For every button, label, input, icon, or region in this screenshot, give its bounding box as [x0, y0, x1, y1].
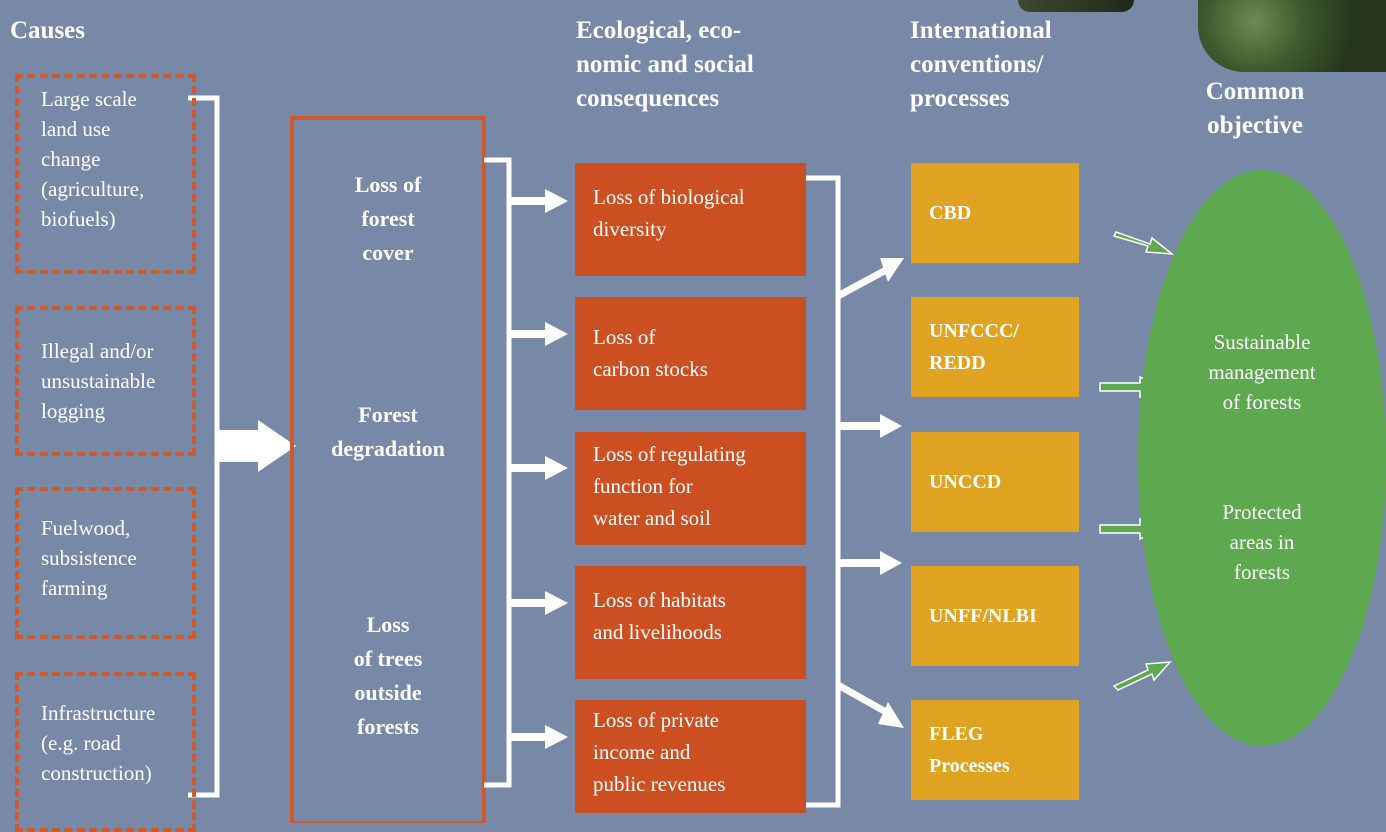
objective-sustainable-management: Sustainable management of forests — [1208, 330, 1316, 414]
cause-infrastructure: Infrastructure (e.g. road construction) — [15, 672, 196, 832]
cause-illegal-logging: Illegal and/or unsustainable logging — [15, 306, 196, 456]
causes-to-effects-arrow — [217, 420, 296, 472]
conventions-header: International conventions/ processes — [910, 17, 1052, 112]
cause-land-use: Large scale land use change (agriculture… — [15, 74, 196, 274]
convention-unfccc-redd: UNFCCC/ REDD — [911, 297, 1079, 397]
effects-bracket — [484, 157, 512, 788]
consequences-to-conventions-arrows — [836, 258, 904, 728]
effects-box — [290, 116, 486, 823]
effect-loss-trees-outside: Loss of trees outside forests — [353, 612, 423, 739]
objective-header: Common objective — [1205, 78, 1305, 139]
convention-unccd: UNCCD — [911, 432, 1079, 532]
cause-fuelwood: Fuelwood, subsistence farming — [15, 487, 196, 639]
effects-to-consequences-arrows — [509, 189, 568, 749]
objective-protected-areas: Protected areas in forests — [1222, 500, 1302, 584]
objective-oval — [1138, 170, 1386, 746]
consequences-bracket — [806, 175, 841, 808]
convention-fleg: FLEG Processes — [911, 700, 1079, 800]
forest-photo-top — [1018, 0, 1134, 12]
convention-cbd: CBD — [911, 163, 1079, 263]
consequence-habitats: Loss of habitats and livelihoods — [575, 566, 806, 679]
consequence-carbon: Loss of carbon stocks — [575, 297, 806, 410]
effect-forest-degradation: Forest degradation — [331, 402, 445, 461]
consequence-biodiversity: Loss of biological diversity — [575, 163, 806, 276]
convention-unff-nlbi: UNFF/NLBI — [911, 566, 1079, 666]
causes-header: Causes — [10, 17, 86, 44]
consequence-revenues: Loss of private income and public revenu… — [575, 700, 806, 813]
effect-loss-forest-cover: Loss of forest cover — [354, 172, 422, 265]
consequence-water-soil: Loss of regulating function for water an… — [575, 432, 806, 545]
forest-photo-corner — [1198, 0, 1386, 72]
consequences-header: Ecological, eco- nomic and social conseq… — [576, 17, 754, 112]
